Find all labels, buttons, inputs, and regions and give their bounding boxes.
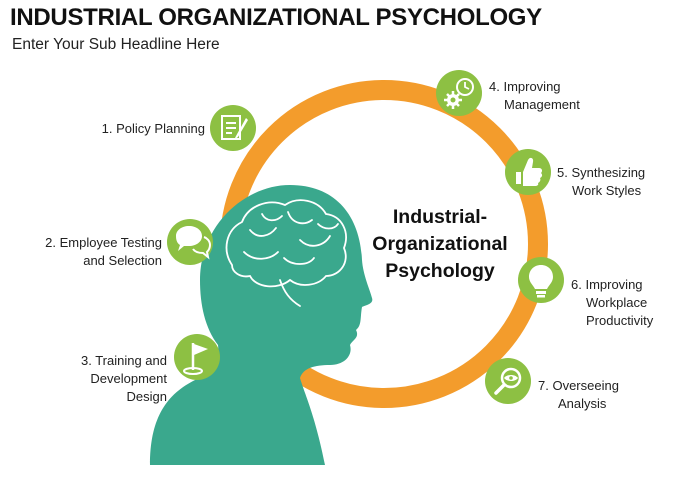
item-employee-testing: 2. Employee Testing and Selection bbox=[45, 234, 162, 270]
icon-policy-planning bbox=[210, 105, 256, 151]
page-title: INDUSTRIAL ORGANIZATIONAL PSYCHOLOGY bbox=[10, 4, 542, 31]
item-label: 2. Employee Testing bbox=[45, 235, 162, 250]
item-label: 3. Training and bbox=[80, 353, 167, 368]
item-label: and Selection bbox=[83, 253, 162, 268]
icon-training bbox=[174, 334, 220, 380]
center-line-2: Organizational bbox=[372, 233, 508, 255]
item-label: 4. Improving bbox=[489, 79, 561, 94]
item-productivity: 6. Improving Workplace Productivity bbox=[571, 276, 653, 330]
item-label: 6. Improving bbox=[571, 277, 643, 292]
center-line-1: Industrial- bbox=[392, 206, 488, 228]
item-label: Design bbox=[126, 389, 167, 404]
icon-improving-management bbox=[436, 70, 482, 116]
item-label: Workplace bbox=[586, 295, 648, 310]
icon-employee-testing bbox=[167, 219, 213, 265]
item-label: Work Styles bbox=[572, 183, 642, 198]
item-label: 7. Overseeing bbox=[538, 378, 619, 393]
icon-synthesizing bbox=[505, 149, 551, 195]
brain-icon bbox=[225, 199, 347, 307]
item-label: Analysis bbox=[558, 396, 607, 411]
icon-productivity bbox=[518, 257, 564, 303]
page-subtitle: Enter Your Sub Headline Here bbox=[12, 36, 220, 53]
item-training: 3. Training and Development Design bbox=[81, 352, 167, 406]
item-label: Productivity bbox=[586, 313, 654, 328]
item-label: Development bbox=[90, 371, 167, 386]
item-analysis: 7. Overseeing Analysis bbox=[538, 377, 619, 413]
item-policy-planning: 1. Policy Planning bbox=[102, 120, 205, 138]
item-label: Management bbox=[504, 97, 580, 112]
item-improving-management: 4. Improving Management bbox=[489, 78, 580, 114]
item-synthesizing: 5. Synthesizing Work Styles bbox=[557, 164, 645, 200]
icon-analysis bbox=[485, 358, 531, 404]
item-label: 5. Synthesizing bbox=[557, 165, 646, 180]
item-label: 1. Policy Planning bbox=[101, 121, 205, 136]
center-title: Industrial- Organizational Psychology bbox=[348, 204, 532, 285]
center-line-3: Psychology bbox=[385, 260, 495, 282]
